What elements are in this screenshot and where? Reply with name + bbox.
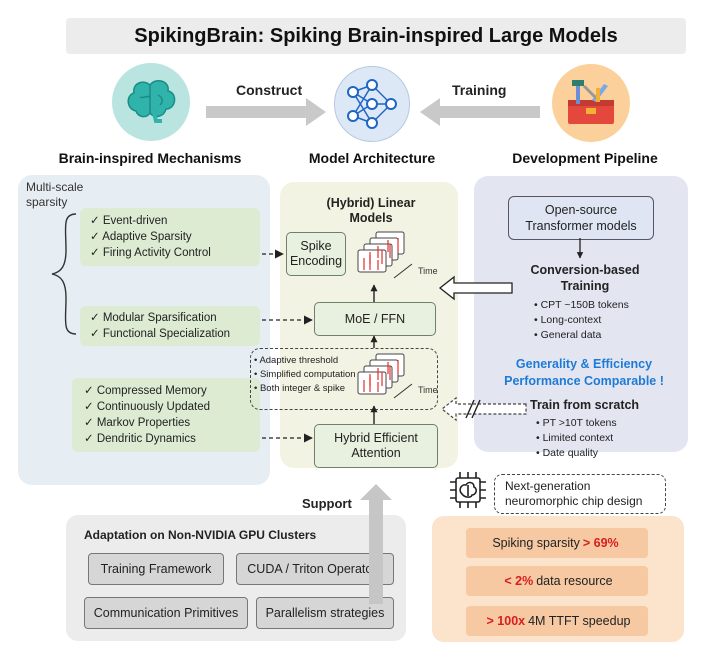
- attention-notes: • Adaptive threshold • Simplified comput…: [254, 354, 356, 396]
- moe-ffn-box: MoE / FFN: [314, 302, 436, 336]
- model-architecture-label: Model Architecture: [308, 150, 436, 166]
- conversion-item: • CPT ~150B tokens: [534, 299, 629, 311]
- page-title: SpikingBrain: Spiking Brain-inspired Lar…: [66, 18, 686, 54]
- note-item: • Adaptive threshold: [254, 355, 339, 366]
- scratch-break-mark: [471, 399, 481, 419]
- hybrid-linear-heading: (Hybrid) Linear Models: [326, 196, 416, 225]
- attention-notes-box: [250, 348, 438, 410]
- metric-highlight: > 100x: [486, 614, 526, 628]
- scratch-item: • PT >10T tokens: [536, 417, 617, 429]
- spiking-sparsity-metric: Spiking sparsity> 69%: [466, 528, 648, 558]
- mechanism-item: ✓ Modular Sparsification: [90, 312, 217, 324]
- conversion-items: • CPT ~150B tokens • Long-context • Gene…: [534, 298, 629, 343]
- construct-label: Construct: [236, 82, 303, 98]
- metric-text: 4M TTFT speedup: [528, 614, 631, 628]
- mechanism-item: ✓ Compressed Memory: [84, 385, 207, 397]
- scratch-item: • Limited context: [536, 432, 614, 444]
- scratch-hollow-arrow: [441, 396, 527, 422]
- mechanism-group-2: ✓ Modular Sparsification ✓ Functional Sp…: [80, 306, 260, 346]
- multiscale-brace: [51, 213, 77, 335]
- note-item: • Simplified computation: [254, 369, 356, 380]
- communication-primitives-item: Communication Primitives: [84, 597, 248, 629]
- mechanism-item: ✓ Firing Activity Control: [90, 247, 211, 259]
- spike-marks-bottom: [363, 360, 399, 392]
- data-resource-metric: < 2%data resource: [466, 566, 648, 596]
- train-from-scratch-label: Train from scratch: [530, 398, 640, 412]
- hybrid-attention-box: Hybrid Efficient Attention: [314, 424, 438, 468]
- development-pipeline-label: Development Pipeline: [512, 150, 658, 166]
- brain-mechanisms-label: Brain-inspired Mechanisms: [58, 150, 242, 166]
- training-framework-item: Training Framework: [88, 553, 224, 585]
- brain-icon: [112, 63, 190, 141]
- support-label: Support: [302, 496, 352, 511]
- mechanism-item: ✓ Markov Properties: [84, 417, 191, 429]
- generality-efficiency-label: Generality & Efficiency Performance Comp…: [504, 357, 664, 388]
- chip-design-box: Next-generation neuromorphic chip design: [494, 474, 666, 514]
- support-arrow: [360, 484, 392, 604]
- spike-train-bottom: [357, 353, 405, 395]
- toolbox-icon: [552, 64, 630, 142]
- conversion-item: • Long-context: [534, 314, 602, 326]
- time-label-top: Time: [418, 266, 438, 276]
- mechanism-group-3: ✓ Compressed Memory ✓ Continuously Updat…: [72, 378, 260, 452]
- scratch-item: • Date quality: [536, 447, 599, 459]
- metric-highlight: < 2%: [504, 574, 534, 588]
- training-arrow: [420, 98, 540, 126]
- mechanism-item: ✓ Dendritic Dynamics: [84, 433, 196, 445]
- gpu-adaptation-heading: Adaptation on Non-NVIDIA GPU Clusters: [84, 528, 317, 542]
- spike-train-top: [357, 231, 405, 273]
- multiscale-sparsity-label: Multi-scale sparsity: [26, 180, 84, 209]
- mechanism-item: ✓ Event-driven: [90, 215, 168, 227]
- metric-highlight: > 69%: [582, 536, 619, 550]
- conversion-training-label: Conversion-based Training: [530, 263, 640, 293]
- neuromorphic-chip-icon: [446, 468, 490, 512]
- conversion-hollow-arrow: [438, 275, 513, 301]
- note-item: • Both integer & spike: [254, 383, 345, 394]
- scratch-break-mark: [465, 399, 475, 419]
- spike-marks-top: [363, 238, 399, 270]
- time-label-bottom: Time: [418, 385, 438, 395]
- training-label: Training: [452, 82, 507, 98]
- mechanism-group-1: ✓ Event-driven ✓ Adaptive Sparsity ✓ Fir…: [80, 208, 260, 266]
- open-source-models-box: Open-source Transformer models: [508, 196, 654, 240]
- metric-text: data resource: [536, 574, 613, 588]
- cuda-triton-item: CUDA / Triton Operators: [236, 553, 394, 585]
- mechanism-item: ✓ Continuously Updated: [84, 401, 210, 413]
- spike-encoding-box: Spike Encoding: [286, 232, 346, 276]
- time-axis-top: [393, 263, 413, 279]
- time-axis-bottom: [393, 383, 413, 399]
- construct-arrow: [206, 98, 326, 126]
- conversion-item: • General data: [534, 329, 602, 341]
- metric-text: Spiking sparsity: [492, 536, 580, 550]
- mechanism-item: ✓ Functional Specialization: [90, 328, 231, 340]
- scratch-items: • PT >10T tokens • Limited context • Dat…: [536, 416, 617, 461]
- neural-network-icon: [334, 66, 410, 142]
- mechanism-item: ✓ Adaptive Sparsity: [90, 231, 192, 243]
